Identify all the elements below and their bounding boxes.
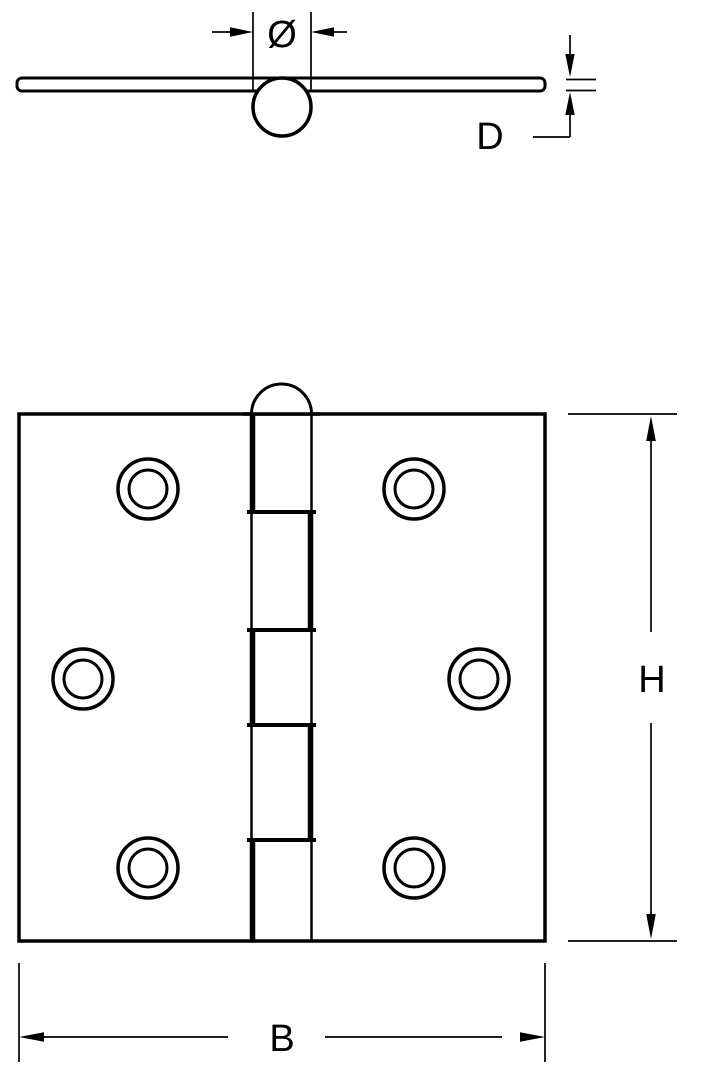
screw-hole-inner [458,658,500,700]
dia-arrow-right-icon [230,27,253,37]
screw-hole [382,457,446,521]
pin-barrel-circle [251,76,313,138]
pin-head-dome [250,382,313,415]
height-arrow-down-icon [646,914,656,939]
dia-arrow-left-icon [311,27,334,37]
knuckle-column [247,415,316,940]
thickness-arrow-up-icon [565,92,575,115]
screw-hole-inner [393,468,435,510]
screw-hole [51,647,115,711]
leaf-thickness-dimension: D [476,35,596,158]
screw-hole-inner [62,658,104,700]
screw-hole [116,836,180,900]
thickness-arrow-down-icon [565,54,575,77]
height-arrow-up-icon [646,416,656,441]
pin-diameter-label: Ø [267,14,297,56]
screw-hole-inner [127,847,169,889]
side-view: Ø D [15,12,596,158]
width-label: B [269,1018,294,1060]
width-arrow-right-icon [520,1032,545,1042]
screw-hole-inner [127,468,169,510]
screw-holes [51,457,511,900]
width-arrow-left-icon [19,1032,44,1042]
screw-hole-inner [393,847,435,889]
screw-hole [447,647,511,711]
screw-hole [116,457,180,521]
leaf-thickness-label: D [476,116,503,158]
screw-hole [382,836,446,900]
width-dimension: B [18,963,546,1062]
height-label: H [638,659,665,701]
pin-diameter-dimension: Ø [212,12,347,91]
front-view: H B [17,382,677,1062]
height-dimension: H [568,413,677,942]
